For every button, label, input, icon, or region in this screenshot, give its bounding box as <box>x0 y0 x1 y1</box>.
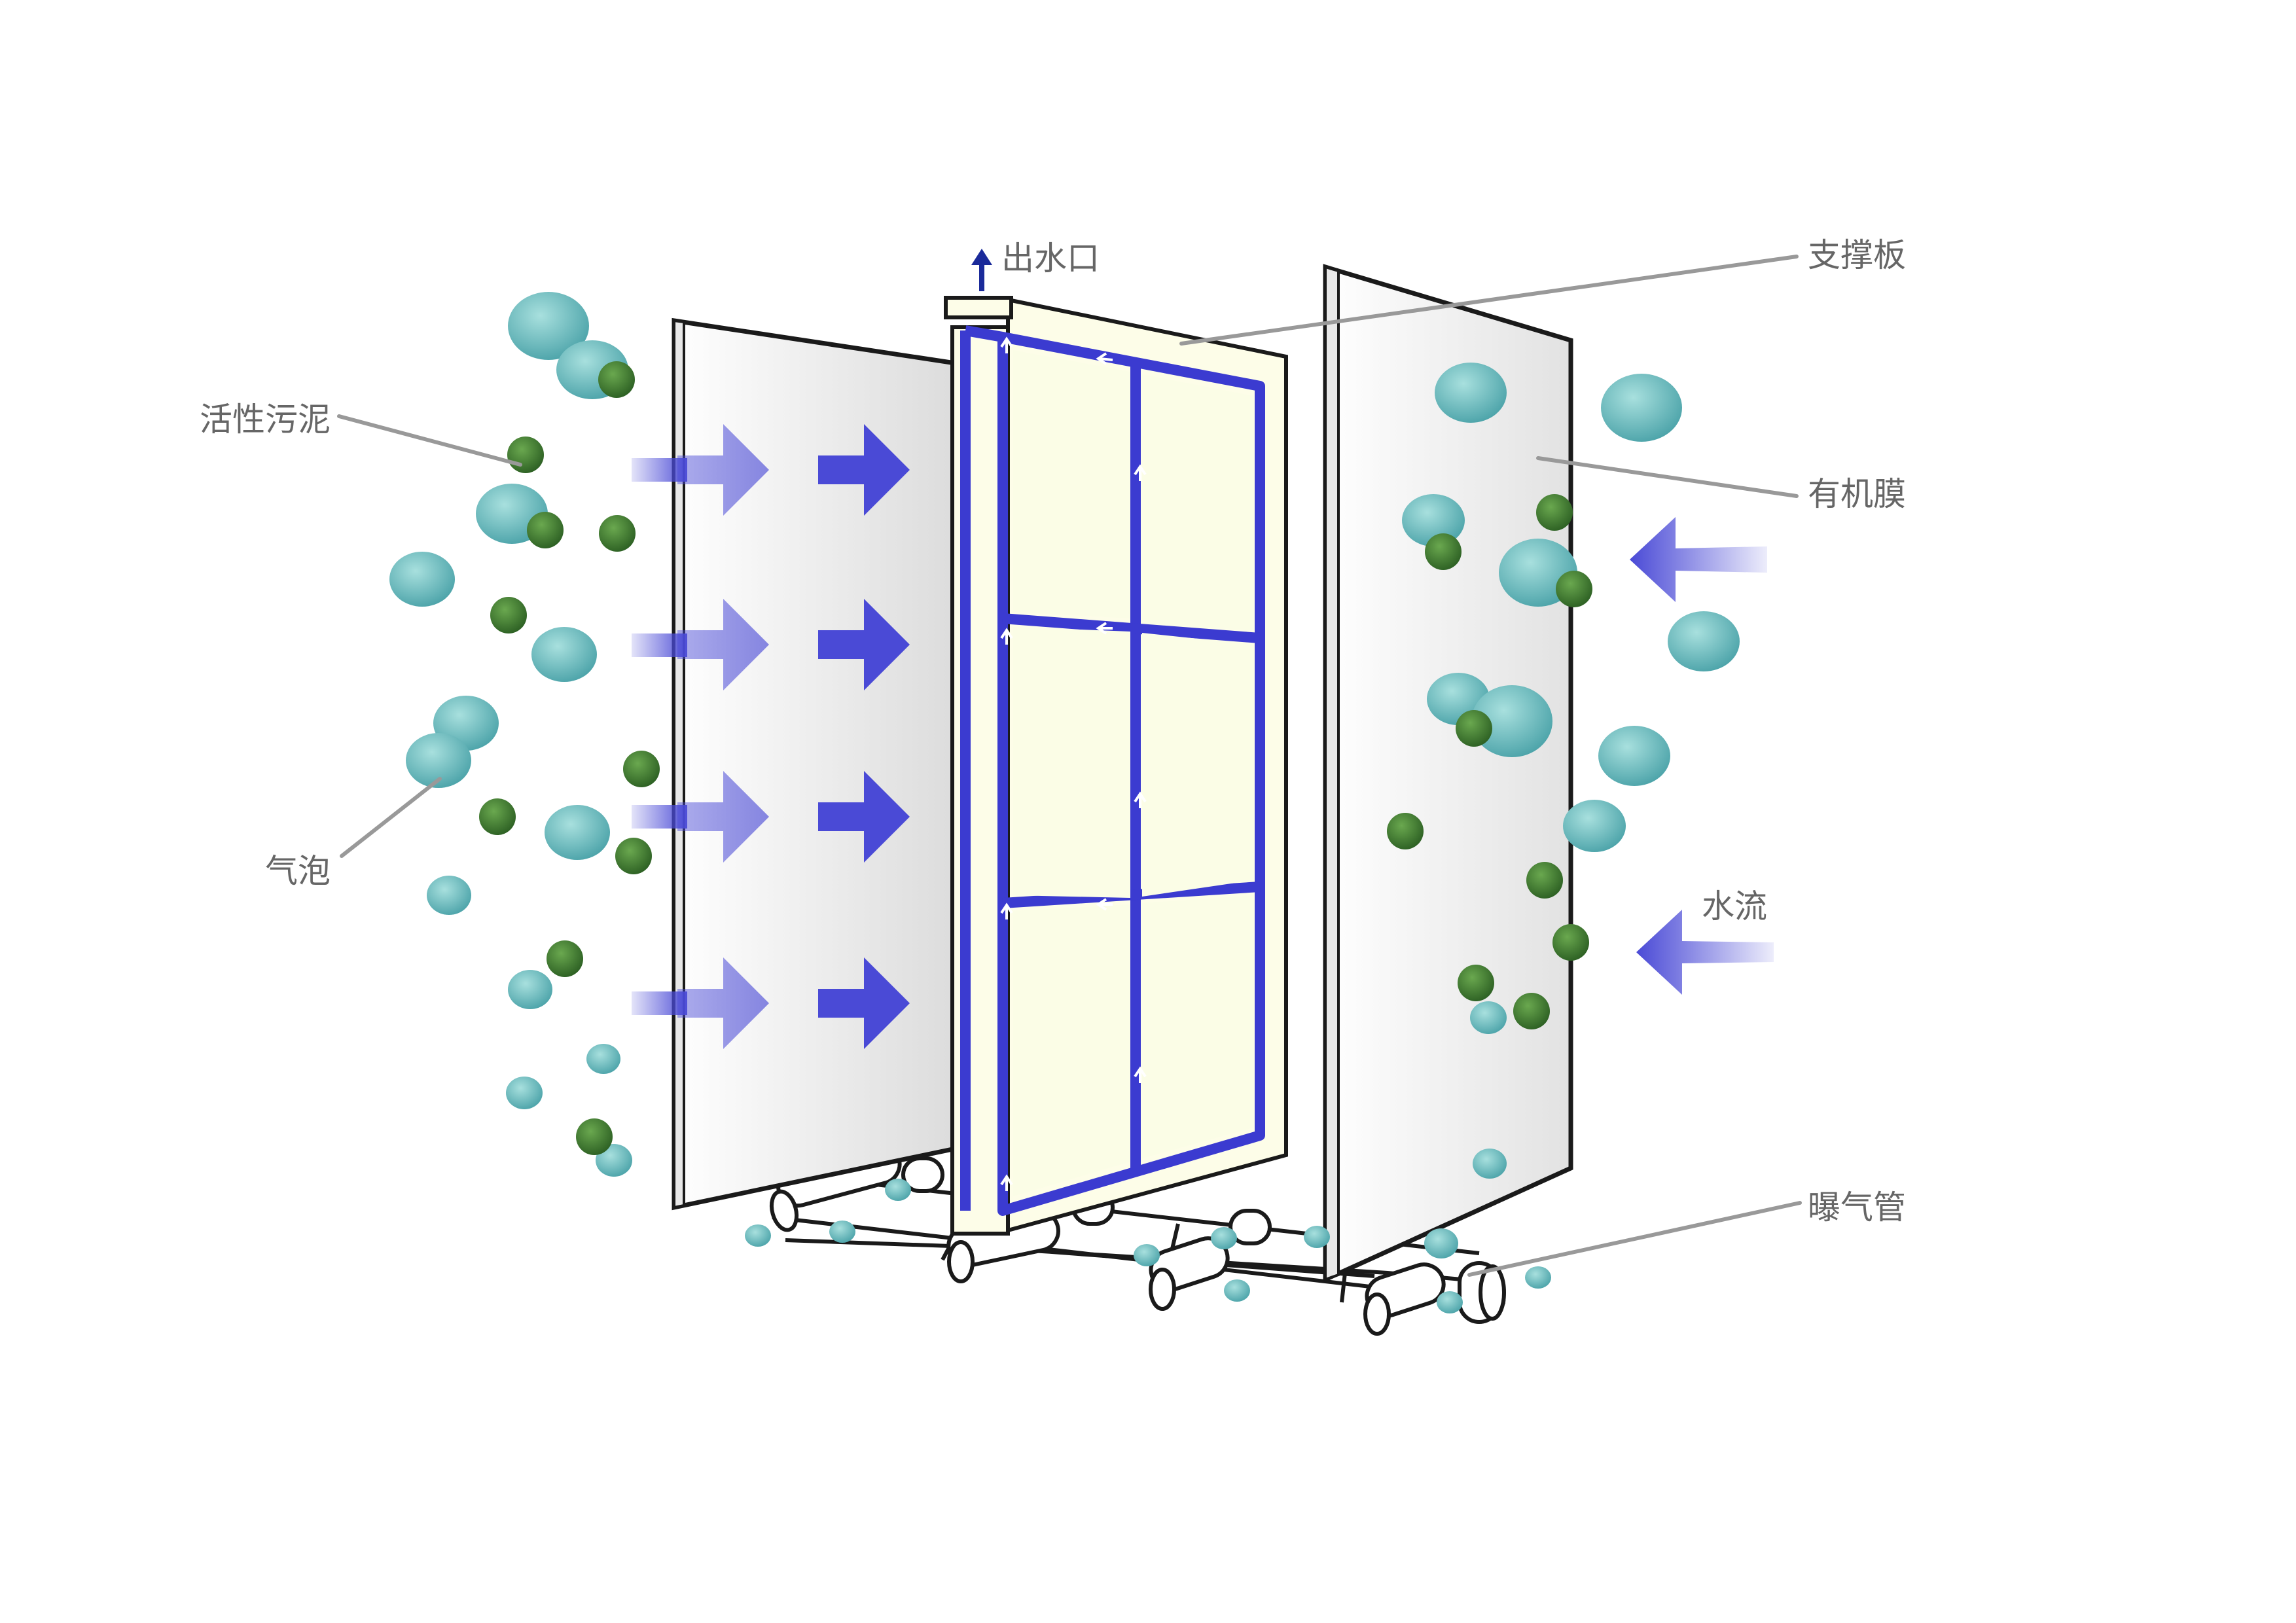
flow-arrow-icon <box>632 771 769 863</box>
label-organic-membrane: 有机膜 <box>1808 475 1906 513</box>
pipe-stub <box>1363 1262 1446 1336</box>
label-aeration-pipe: 曝气管 <box>1808 1188 1906 1226</box>
bubbles-right <box>1402 363 1740 1258</box>
leader-organic-membrane <box>1536 456 1799 498</box>
flow-arrow-icon <box>632 424 769 516</box>
flow-arrow-icon <box>1636 910 1774 995</box>
label-bubble: 气泡 <box>265 852 331 890</box>
leader-support-plate <box>1179 255 1799 346</box>
label-outlet: 出水口 <box>1001 240 1100 277</box>
pipe-stub <box>1458 1261 1506 1324</box>
aeration-bubbles <box>745 1179 1551 1313</box>
bubbles-left <box>389 292 632 1177</box>
pipe-stub <box>1149 1236 1230 1311</box>
sludge-right <box>1387 494 1592 1029</box>
permeate-channel-frame <box>960 325 1265 1216</box>
left-membrane-panel <box>672 317 958 1211</box>
outlet-arrow-icon <box>971 249 992 291</box>
leader-lines <box>337 255 1802 1277</box>
flow-arrow-icon <box>1630 517 1767 602</box>
water-flow-arrows-right <box>1630 517 1774 995</box>
leader-activated-sludge <box>337 414 522 467</box>
right-membrane-panel <box>1323 264 1573 1283</box>
support-plate <box>944 296 1288 1236</box>
internal-flow-arrow <box>1000 336 1147 1191</box>
leader-aeration-pipe <box>1467 1201 1802 1277</box>
flow-arrow-icon <box>632 957 769 1049</box>
labels: 出水口 支撑板 活性污泥 有机膜 气泡 水流 曝气管 <box>200 236 1906 1226</box>
label-support-plate: 支撑板 <box>1808 236 1906 274</box>
leader-bubble <box>340 777 442 858</box>
membrane-pane <box>1013 350 1253 1196</box>
flow-arrow-icon <box>632 599 769 690</box>
label-water-flow: 水流 <box>1702 887 1767 925</box>
label-activated-sludge: 活性污泥 <box>200 401 331 438</box>
water-flow-arrows-left <box>632 424 910 1049</box>
sludge-left <box>479 361 660 1155</box>
